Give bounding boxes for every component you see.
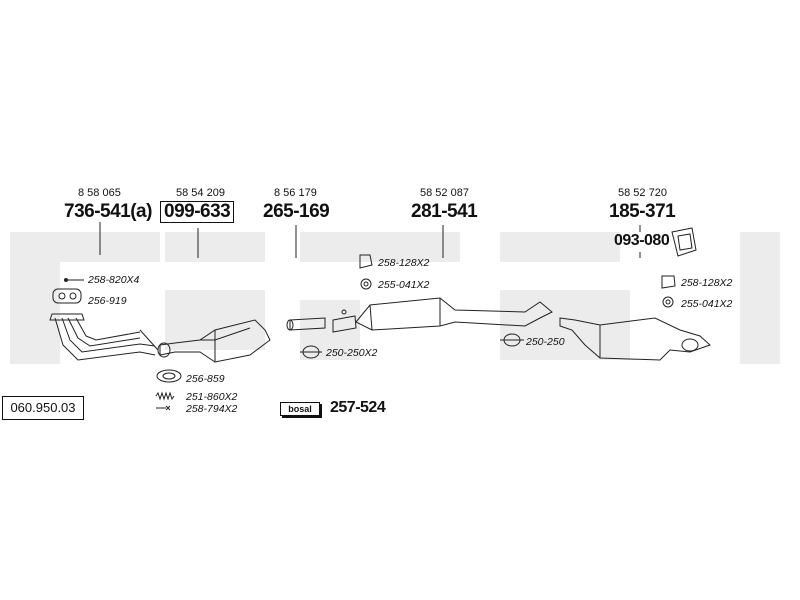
part-number: 185-371 <box>609 201 676 222</box>
oe-number: 8 58 065 <box>78 187 121 199</box>
watermark-block <box>500 290 630 360</box>
accessory-label: 258-794X2 <box>186 403 238 415</box>
accessory-label: 258-820X4 <box>88 274 140 286</box>
accessory-label: 250-250 <box>526 336 565 348</box>
watermark-block <box>165 232 265 262</box>
watermark-block <box>300 232 460 262</box>
kit-part-number: 257-524 <box>330 399 386 416</box>
accessory-label: 258-128X2 <box>681 277 733 289</box>
oe-number: 58 52 720 <box>618 187 667 199</box>
part-number-boxed: 099-633 <box>160 201 235 223</box>
watermark-block <box>300 300 360 360</box>
accessory-label: 258-128X2 <box>378 257 430 269</box>
part-number: 265-169 <box>263 201 330 222</box>
oe-number: 8 56 179 <box>274 187 317 199</box>
oe-number: 58 54 209 <box>176 187 225 199</box>
part-number: 736-541(a) <box>64 201 152 222</box>
accessory-label: 251-860X2 <box>186 391 238 403</box>
accessory-label: 256-919 <box>88 295 127 307</box>
bosal-logo: bosal <box>280 402 320 416</box>
watermark-block <box>500 232 620 262</box>
accessory-label: 255-041X2 <box>681 298 733 310</box>
watermark-block <box>740 232 780 364</box>
watermark-block <box>10 232 60 364</box>
sub-part-number: 093-080 <box>614 232 670 249</box>
accessory-label: 250-250X2 <box>326 347 378 359</box>
part-number: 281-541 <box>411 201 478 222</box>
accessory-label: 256-859 <box>186 373 225 385</box>
reference-code-box: 060.950.03 <box>2 396 84 420</box>
watermark-block <box>60 232 160 262</box>
accessory-label: 255-041X2 <box>378 279 430 291</box>
oe-number: 58 52 087 <box>420 187 469 199</box>
